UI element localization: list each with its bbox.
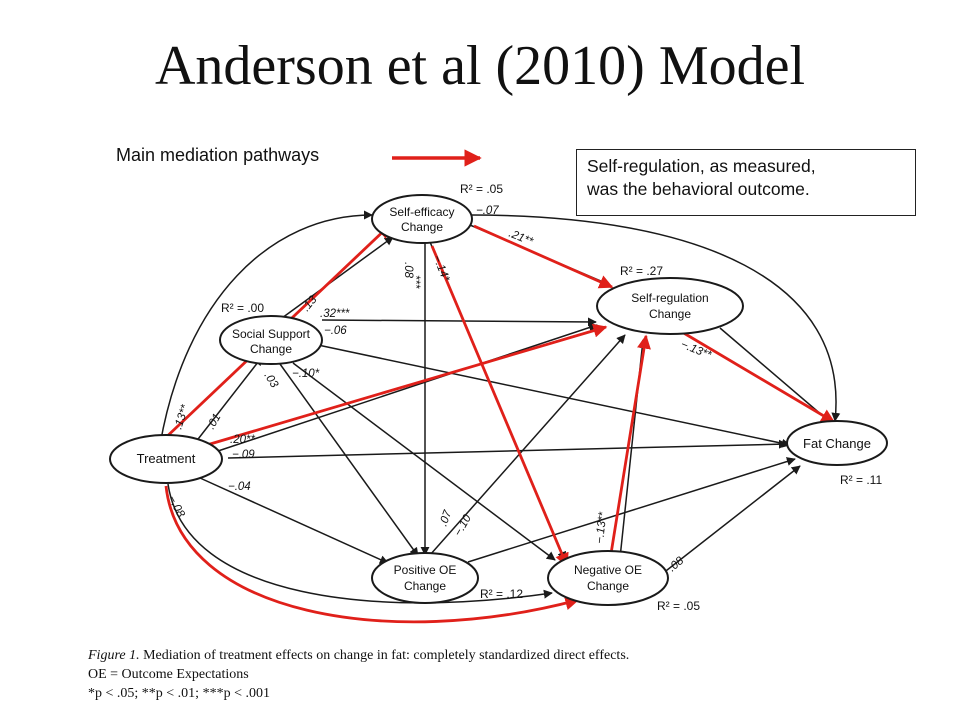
coef-selfefficacy-fat: −.07 — [476, 205, 499, 217]
node-positive-oe-label-1: Positive OE — [394, 563, 457, 577]
coef-positiveoe-selfregulation: .07 — [438, 508, 455, 528]
path-treatment-to-socialsupport — [194, 356, 263, 444]
coef-socialsupport-negativeoe: −.10* — [292, 368, 320, 380]
path-selfregulation-to-fat — [719, 327, 831, 423]
main-path-treatment-to-selfregulation — [199, 323, 608, 449]
node-treatment — [109, 434, 223, 484]
node-positive-oe — [371, 552, 479, 604]
caption-line-2: OE = Outcome Expectations — [88, 667, 249, 682]
path-socialsupport-to-negativeoe — [292, 362, 556, 561]
node-self-efficacy — [371, 194, 473, 244]
main-path-selfregulation-to-fat — [681, 330, 836, 424]
note-line-1: Self-regulation, as measured, — [587, 156, 816, 176]
path-positiveoe-to-selfregulation — [429, 334, 626, 556]
path-socialsupport-to-selfefficacy — [281, 236, 394, 319]
coef-socialsupport-positiveoe: .03 — [261, 370, 280, 390]
path-treatment-to-selfregulation — [214, 323, 598, 453]
path-positiveoe-to-fat — [467, 457, 796, 563]
caption-text: Mediation of treatment effects on change… — [143, 648, 630, 663]
node-treatment-label: Treatment — [137, 451, 196, 466]
r2-fat: R² = .11 — [840, 473, 882, 487]
coef-selfefficacy-positiveoe-sig: *** — [409, 275, 421, 289]
coef-selfefficacy-positiveoe: .08 — [402, 262, 414, 279]
main-path-negativeoe-to-selfregulation — [608, 334, 651, 561]
path-treatment-to-selfefficacy — [159, 210, 373, 446]
caption-line-3: *p < .05; **p < .01; ***p < .001 — [88, 686, 270, 701]
note-line-2: was the behavioral outcome. — [587, 179, 810, 199]
node-social-support — [219, 315, 323, 365]
main-path-selfefficacy-to-negativeoe — [430, 245, 569, 568]
node-positive-oe-label-2: Change — [404, 579, 446, 593]
coef-socialsupport-fat: −.06 — [324, 325, 347, 337]
path-treatment-to-fat — [227, 439, 788, 459]
coef-treatment-fat: −.09 — [232, 449, 255, 461]
main-path-treatment-to-negativeoe — [164, 485, 580, 624]
coef-selfefficacy-negativeoe: −.14* — [430, 254, 452, 284]
slide-title: Anderson et al (2010) Model — [154, 35, 806, 97]
node-self-efficacy-label-1: Self-efficacy — [389, 205, 454, 219]
coef-socialsupport-selfefficacy: .13 — [300, 294, 320, 314]
node-fat — [786, 420, 888, 466]
node-fat-label: Fat Change — [803, 436, 871, 451]
path-socialsupport-to-fat — [317, 344, 791, 448]
r2-positive-oe: R² = .12 — [480, 587, 523, 601]
node-negative-oe — [547, 550, 669, 606]
path-negativeoe-to-fat — [661, 465, 801, 575]
node-negative-oe-label-1: Negative OE — [574, 563, 642, 577]
node-social-support-label-2: Change — [250, 342, 292, 356]
node-self-regulation-label-1: Self-regulation — [631, 291, 708, 305]
path-treatment-to-positiveoe — [199, 477, 389, 564]
coef-treatment-socialsupport: .01 — [205, 412, 223, 432]
coef-treatment-positiveoe: −.04 — [228, 481, 251, 493]
path-socialsupport-to-selfregulation — [321, 317, 597, 327]
node-social-support-label-1: Social Support — [232, 327, 311, 341]
coef-socialsupport-selfregulation: .32*** — [320, 308, 350, 320]
coef-negativeoe-selfregulation: −.13** — [594, 511, 609, 544]
r2-negative-oe: R² = .05 — [657, 599, 700, 613]
caption-figure-label: Figure 1. — [88, 648, 140, 663]
path-socialsupport-to-positiveoe — [279, 363, 419, 557]
node-negative-oe-label-2: Change — [587, 579, 629, 593]
node-self-regulation — [596, 277, 744, 335]
path-selfefficacy-to-fat — [469, 214, 841, 422]
caption-line-1: Figure 1. Mediation of treatment effects… — [88, 648, 629, 664]
node-self-efficacy-label-2: Change — [401, 220, 443, 234]
path-treatment-to-negativeoe — [167, 483, 553, 604]
r2-self-regulation: R² = .27 — [620, 264, 663, 278]
main-path-selfefficacy-to-selfregulation — [473, 224, 614, 289]
r2-social-support: R² = .00 — [221, 301, 264, 315]
coef-positiveoe-fat: −.10 — [452, 512, 474, 538]
coef-selfregulation-fat: −.13** — [679, 339, 713, 362]
legend-label: Main mediation pathways — [116, 145, 320, 165]
note-box: Self-regulation, as measured, was the be… — [576, 149, 916, 216]
node-self-regulation-label-2: Change — [649, 307, 691, 321]
r2-self-efficacy: R² = .05 — [460, 182, 503, 196]
coef-treatment-negativeoe: −.08 — [165, 494, 187, 520]
coef-treatment-selfregulation: .20** — [230, 434, 255, 446]
